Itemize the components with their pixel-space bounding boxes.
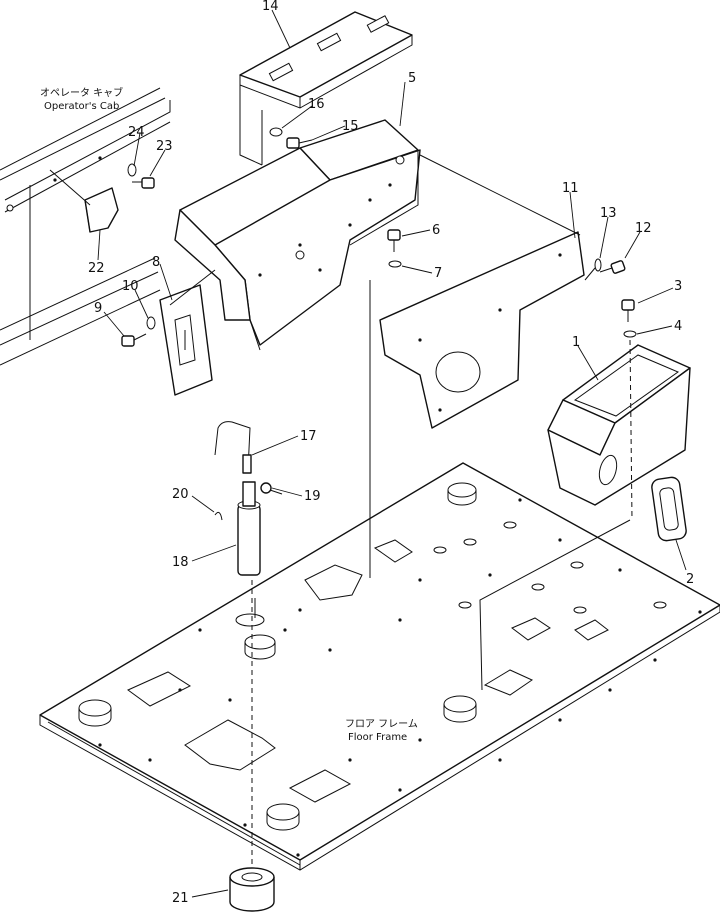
callout-8: 8 [152, 255, 160, 270]
callout-18: 18 [172, 555, 189, 570]
operator-cab: オペレータ キャブ Operator's Cab [0, 86, 171, 366]
callout-4: 4 [674, 319, 682, 334]
callout-14: 14 [262, 0, 279, 14]
floor-frame-label-en: Floor Frame [348, 732, 407, 743]
callout-12: 12 [635, 221, 652, 236]
operator-cab-label-jp: オペレータ キャブ [40, 86, 123, 99]
part-22-latch [84, 187, 119, 233]
callout-21: 21 [172, 891, 189, 906]
callout-23: 23 [156, 139, 173, 154]
callout-9: 9 [94, 301, 102, 316]
floor-frame-label-jp: フロア フレーム [345, 718, 418, 730]
callout-24: 24 [128, 125, 145, 140]
callout-15: 15 [342, 119, 359, 134]
bolts-and-washers [121, 127, 637, 347]
part-14-cover [239, 11, 413, 166]
part-21-bushing [229, 867, 275, 912]
callout-16: 16 [308, 97, 325, 112]
callout-19: 19 [304, 489, 321, 504]
callout-11: 11 [562, 181, 579, 196]
leader-lines [97, 9, 687, 898]
assembly-lines [49, 154, 633, 868]
callout-17: 17 [300, 429, 317, 444]
operator-cab-label-en: Operator's Cab [44, 101, 119, 112]
callout-2: 2 [686, 572, 694, 587]
part-17-pin [214, 421, 252, 474]
callout-13: 13 [600, 206, 617, 221]
callout-3: 3 [674, 279, 682, 294]
part-5-console-frame [174, 119, 421, 351]
callout-10: 10 [122, 279, 139, 294]
callout-5: 5 [408, 71, 416, 86]
callout-7: 7 [434, 266, 442, 281]
part-2-grommet [651, 476, 687, 542]
part-1-box [547, 344, 691, 506]
floor-mount-bosses [78, 482, 667, 831]
callout-numbers: 1 2 3 4 5 6 7 8 9 10 11 12 13 14 15 16 1… [88, 0, 694, 906]
callout-1: 1 [572, 335, 580, 350]
part-8-bracket [159, 284, 213, 396]
floor-hole-18 [235, 613, 265, 627]
part-20-clip [214, 511, 223, 521]
part-18-cylinder [237, 481, 261, 576]
floor-holes [98, 498, 702, 857]
callout-22: 22 [88, 261, 105, 276]
part-11-plate [379, 231, 585, 429]
callout-20: 20 [172, 487, 189, 502]
part-19-screw [260, 482, 283, 495]
floor-frame: フロア フレーム Floor Frame [39, 462, 720, 871]
callout-6: 6 [432, 223, 440, 238]
